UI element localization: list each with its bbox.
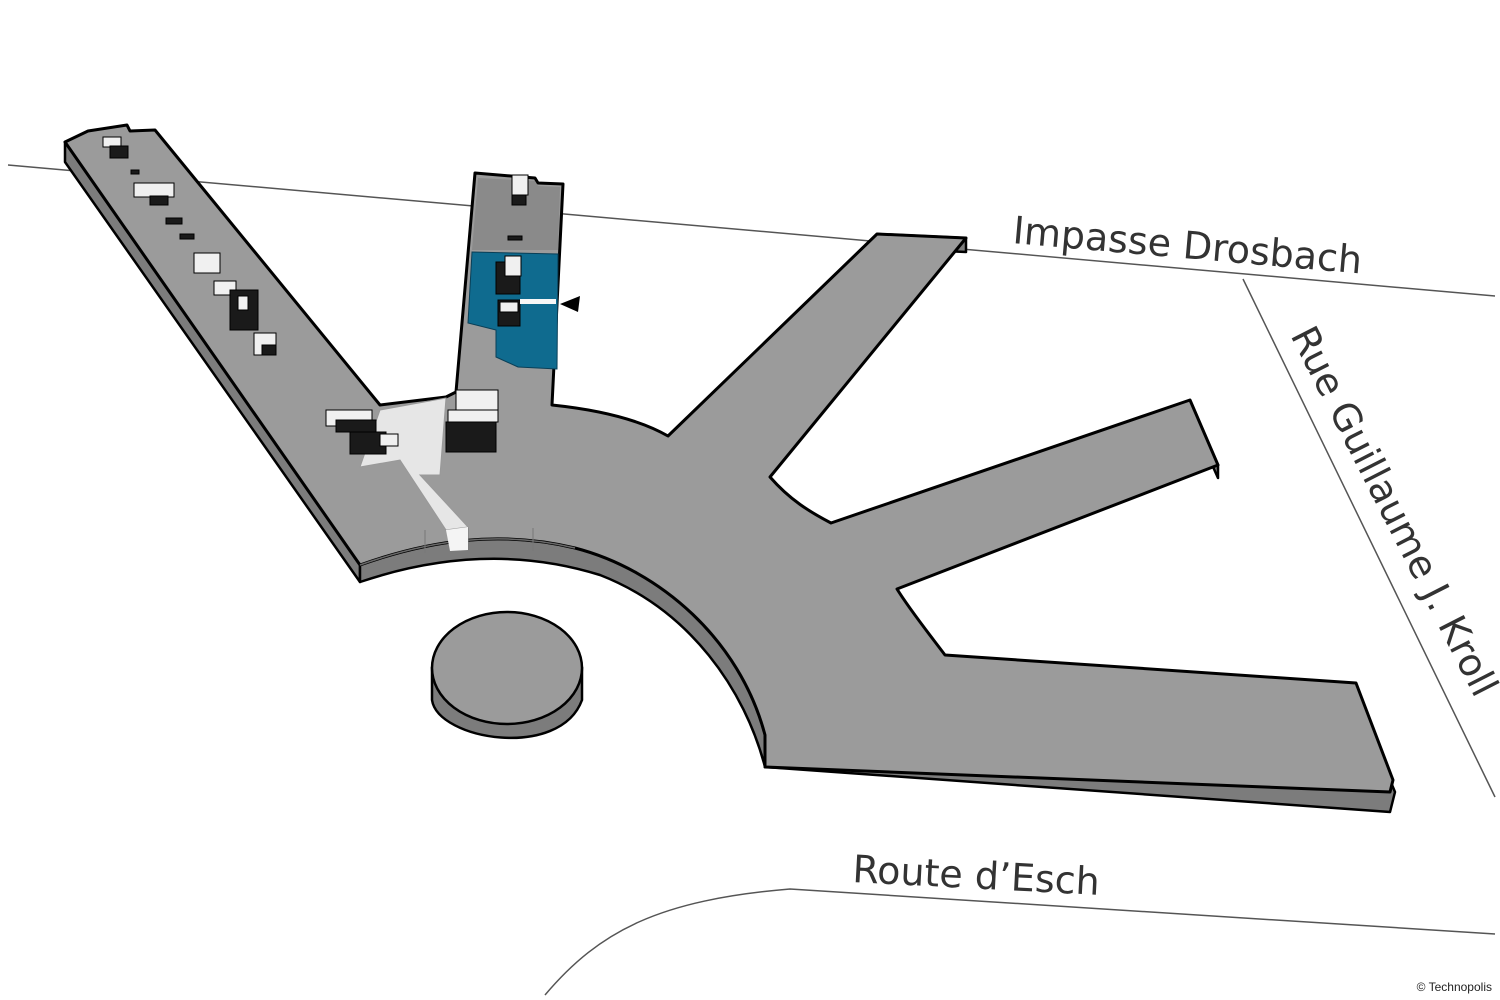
impasse-drosbach-line	[7, 164, 1496, 297]
round-pavilion	[430, 610, 584, 740]
blue-unit-fixtures	[495, 255, 556, 327]
copyright-credit: © Technopolis	[1416, 980, 1492, 994]
street-label-impasse-drosbach: Impasse Drosbach	[1011, 208, 1364, 282]
street-label-rue-guillaume-kroll: Rue Guillaume J. Kroll	[1282, 319, 1500, 703]
north-wing-fixtures	[507, 174, 529, 241]
west-wing-fixtures	[102, 136, 277, 356]
walkway-light	[446, 527, 468, 551]
location-marker-icon	[560, 296, 580, 312]
route-esch-line	[544, 888, 1496, 996]
street-lines	[7, 164, 1496, 996]
junction-fixtures	[325, 389, 499, 455]
north-wing-upper-roof	[472, 178, 560, 250]
rue-kroll-line	[1242, 278, 1496, 798]
